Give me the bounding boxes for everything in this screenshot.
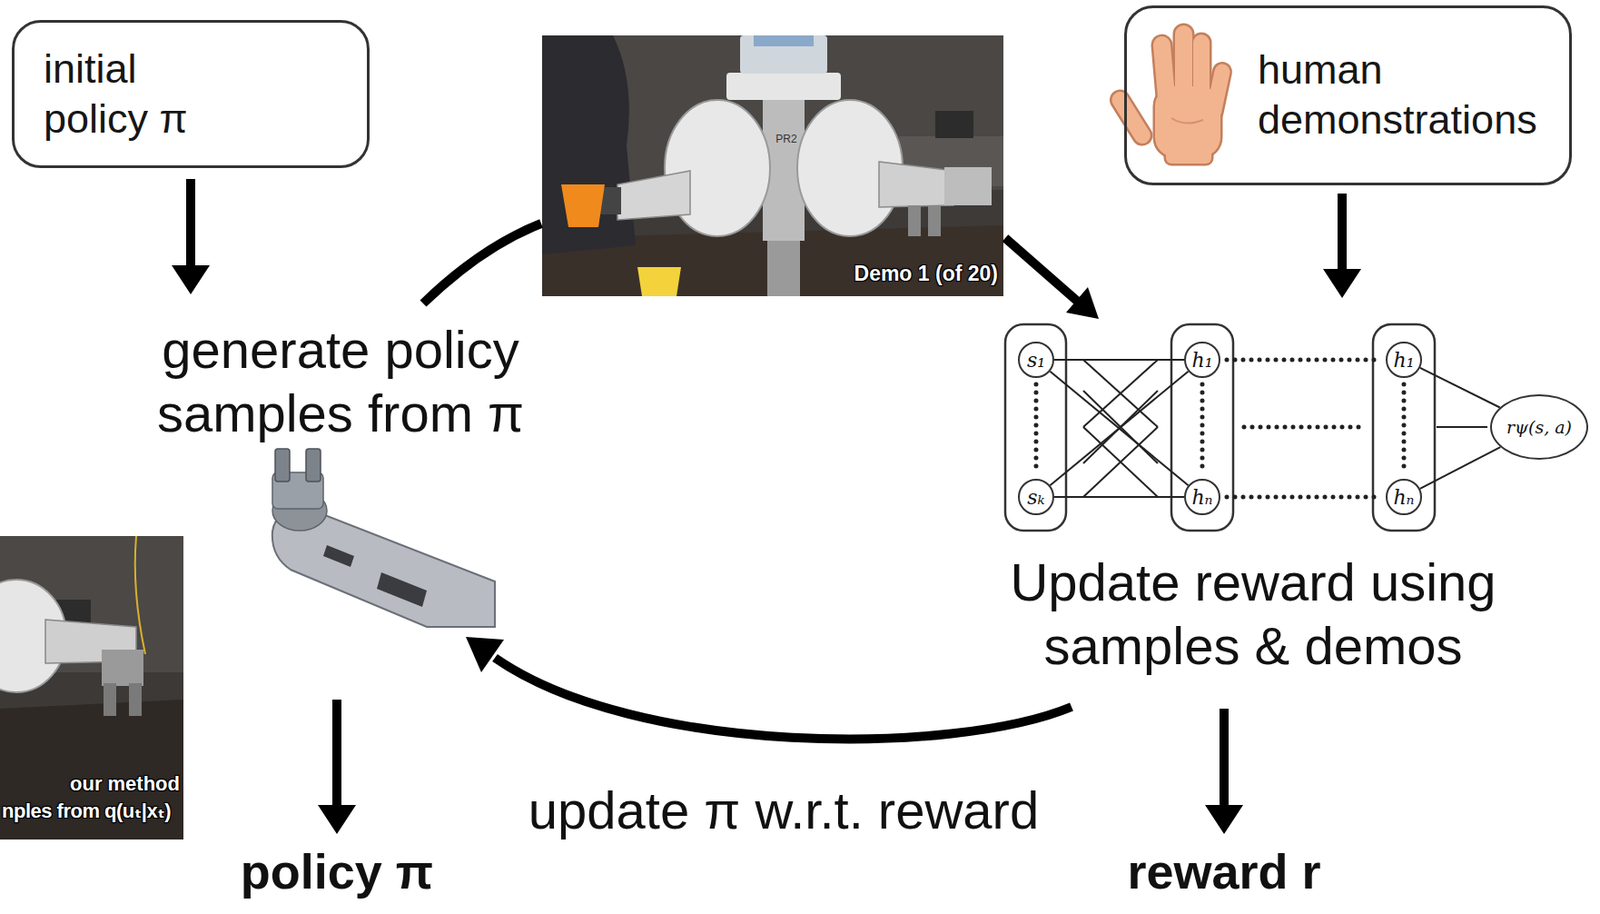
robot-head xyxy=(740,35,828,74)
dotted-connection xyxy=(1402,384,1407,473)
weight-connection xyxy=(1054,495,1185,498)
weight-connection xyxy=(1049,371,1188,486)
neuron-label: sₖ xyxy=(1027,485,1045,509)
photo-caption: nples from q(uₜ|xₜ) xyxy=(1,799,184,823)
neuron-label: hₙ xyxy=(1392,485,1414,509)
weight-connection xyxy=(1054,358,1185,361)
robot-finger xyxy=(128,682,142,716)
forearm-panel xyxy=(376,572,427,607)
arrow-head xyxy=(465,636,504,672)
photo-monitor xyxy=(935,110,974,139)
dotted-connection xyxy=(1034,384,1039,473)
robot-marking: PR2 xyxy=(768,132,805,146)
photo-ground xyxy=(542,35,1004,297)
dotted-connection xyxy=(1200,384,1205,473)
hand-outline xyxy=(1108,25,1232,164)
output-label: policy π xyxy=(200,843,474,899)
neuron-label: hₙ xyxy=(1191,485,1213,509)
robot-screen xyxy=(753,35,814,47)
hand-crease xyxy=(1171,118,1204,124)
photo-caption: our method xyxy=(36,771,180,796)
robot-marking: PR2 xyxy=(768,132,805,146)
gripper-finger xyxy=(306,448,321,482)
robot-forearm xyxy=(944,167,992,206)
weight-line xyxy=(1083,426,1158,497)
neuron-label: s₁ xyxy=(1027,348,1046,372)
arrow-shaft xyxy=(1219,708,1229,810)
arrow-head xyxy=(1323,268,1362,298)
output-label: reward r xyxy=(1087,843,1361,899)
yellow-cup xyxy=(637,266,682,297)
weight-line xyxy=(1083,359,1158,427)
layer-column xyxy=(1005,324,1067,531)
demonstrations-box: human demonstrations xyxy=(1124,5,1572,186)
dotted-row xyxy=(1244,424,1363,430)
result-photo xyxy=(0,535,184,840)
robot-plate xyxy=(726,72,841,100)
arrow-shaft xyxy=(332,699,342,810)
input-neuron: s₁ xyxy=(1017,341,1055,378)
policy-box: initial policy π xyxy=(11,19,370,168)
demo-photo xyxy=(542,35,1004,297)
step-label: Update reward using samples & demos xyxy=(953,550,1553,677)
dotted-connection xyxy=(1226,494,1380,500)
robot-finger xyxy=(103,682,117,716)
hidden-neuron: hₙ xyxy=(1385,478,1423,515)
reward-output: rψ(s, a) xyxy=(1490,394,1589,460)
step-label: generate policy samples from π xyxy=(108,317,573,445)
step-label: Update reward using samples & demos xyxy=(953,550,1553,677)
arrow-label: update π w.r.t. reward xyxy=(465,778,1102,842)
arrow-head xyxy=(1066,286,1099,319)
photo-person xyxy=(542,35,636,255)
neuron-label: rψ(s, a) xyxy=(1506,416,1572,437)
robot-arm xyxy=(617,170,691,220)
input-neuron: sₖ xyxy=(1017,478,1055,515)
output-line xyxy=(1436,425,1488,428)
hidden-neuron: h₁ xyxy=(1184,341,1221,378)
arrow-head xyxy=(1204,804,1244,834)
dotted-connection xyxy=(1226,357,1380,363)
photo-table xyxy=(0,699,184,840)
arrow-shaft xyxy=(1005,237,1078,302)
photo-caption: Demo 1 (of 20) xyxy=(799,261,998,287)
arrow-label: update π w.r.t. reward xyxy=(465,778,1102,842)
weight-line xyxy=(1083,359,1158,427)
weight-connection xyxy=(1049,371,1188,486)
gripper-finger xyxy=(275,448,290,482)
photo-caption: nples from q(uₜ|xₜ) xyxy=(1,799,184,823)
arrow-curve xyxy=(423,223,542,304)
arrow-shaft xyxy=(1337,193,1347,275)
flow-arrows xyxy=(171,178,1362,834)
output-label: policy π xyxy=(200,843,474,899)
box-text: initial policy π xyxy=(43,44,230,145)
robot-finger xyxy=(928,205,941,237)
weight-connection xyxy=(1420,367,1501,408)
robot-wrist xyxy=(101,649,144,686)
arrow-head xyxy=(171,265,210,295)
neuron-label: h₁ xyxy=(1192,348,1214,372)
arrow-shaft xyxy=(186,178,196,271)
box-text: human demonstrations xyxy=(1257,45,1553,146)
hidden-neuron: h₁ xyxy=(1385,341,1423,378)
forearm-panel xyxy=(323,544,355,567)
orange-cup xyxy=(561,184,605,228)
robot-arm-figure xyxy=(272,448,495,627)
layer-column xyxy=(1372,324,1435,531)
photo-caption: our method xyxy=(36,771,180,796)
hidden-neuron: hₙ xyxy=(1184,478,1221,515)
hand-icon xyxy=(1108,25,1232,164)
neuron-label: h₁ xyxy=(1393,348,1415,372)
robot-arm xyxy=(879,161,954,208)
weight-line xyxy=(1083,426,1158,497)
step-label: generate policy samples from π xyxy=(108,317,573,445)
layer-column xyxy=(1171,324,1234,531)
weight-connection xyxy=(1420,446,1502,489)
arrow-head xyxy=(317,804,356,834)
photo-caption: Demo 1 (of 20) xyxy=(799,261,998,287)
output-label: reward r xyxy=(1087,843,1361,899)
arrow-curve xyxy=(494,657,1072,739)
hand-fill xyxy=(1108,25,1232,164)
robot-finger xyxy=(908,205,921,237)
